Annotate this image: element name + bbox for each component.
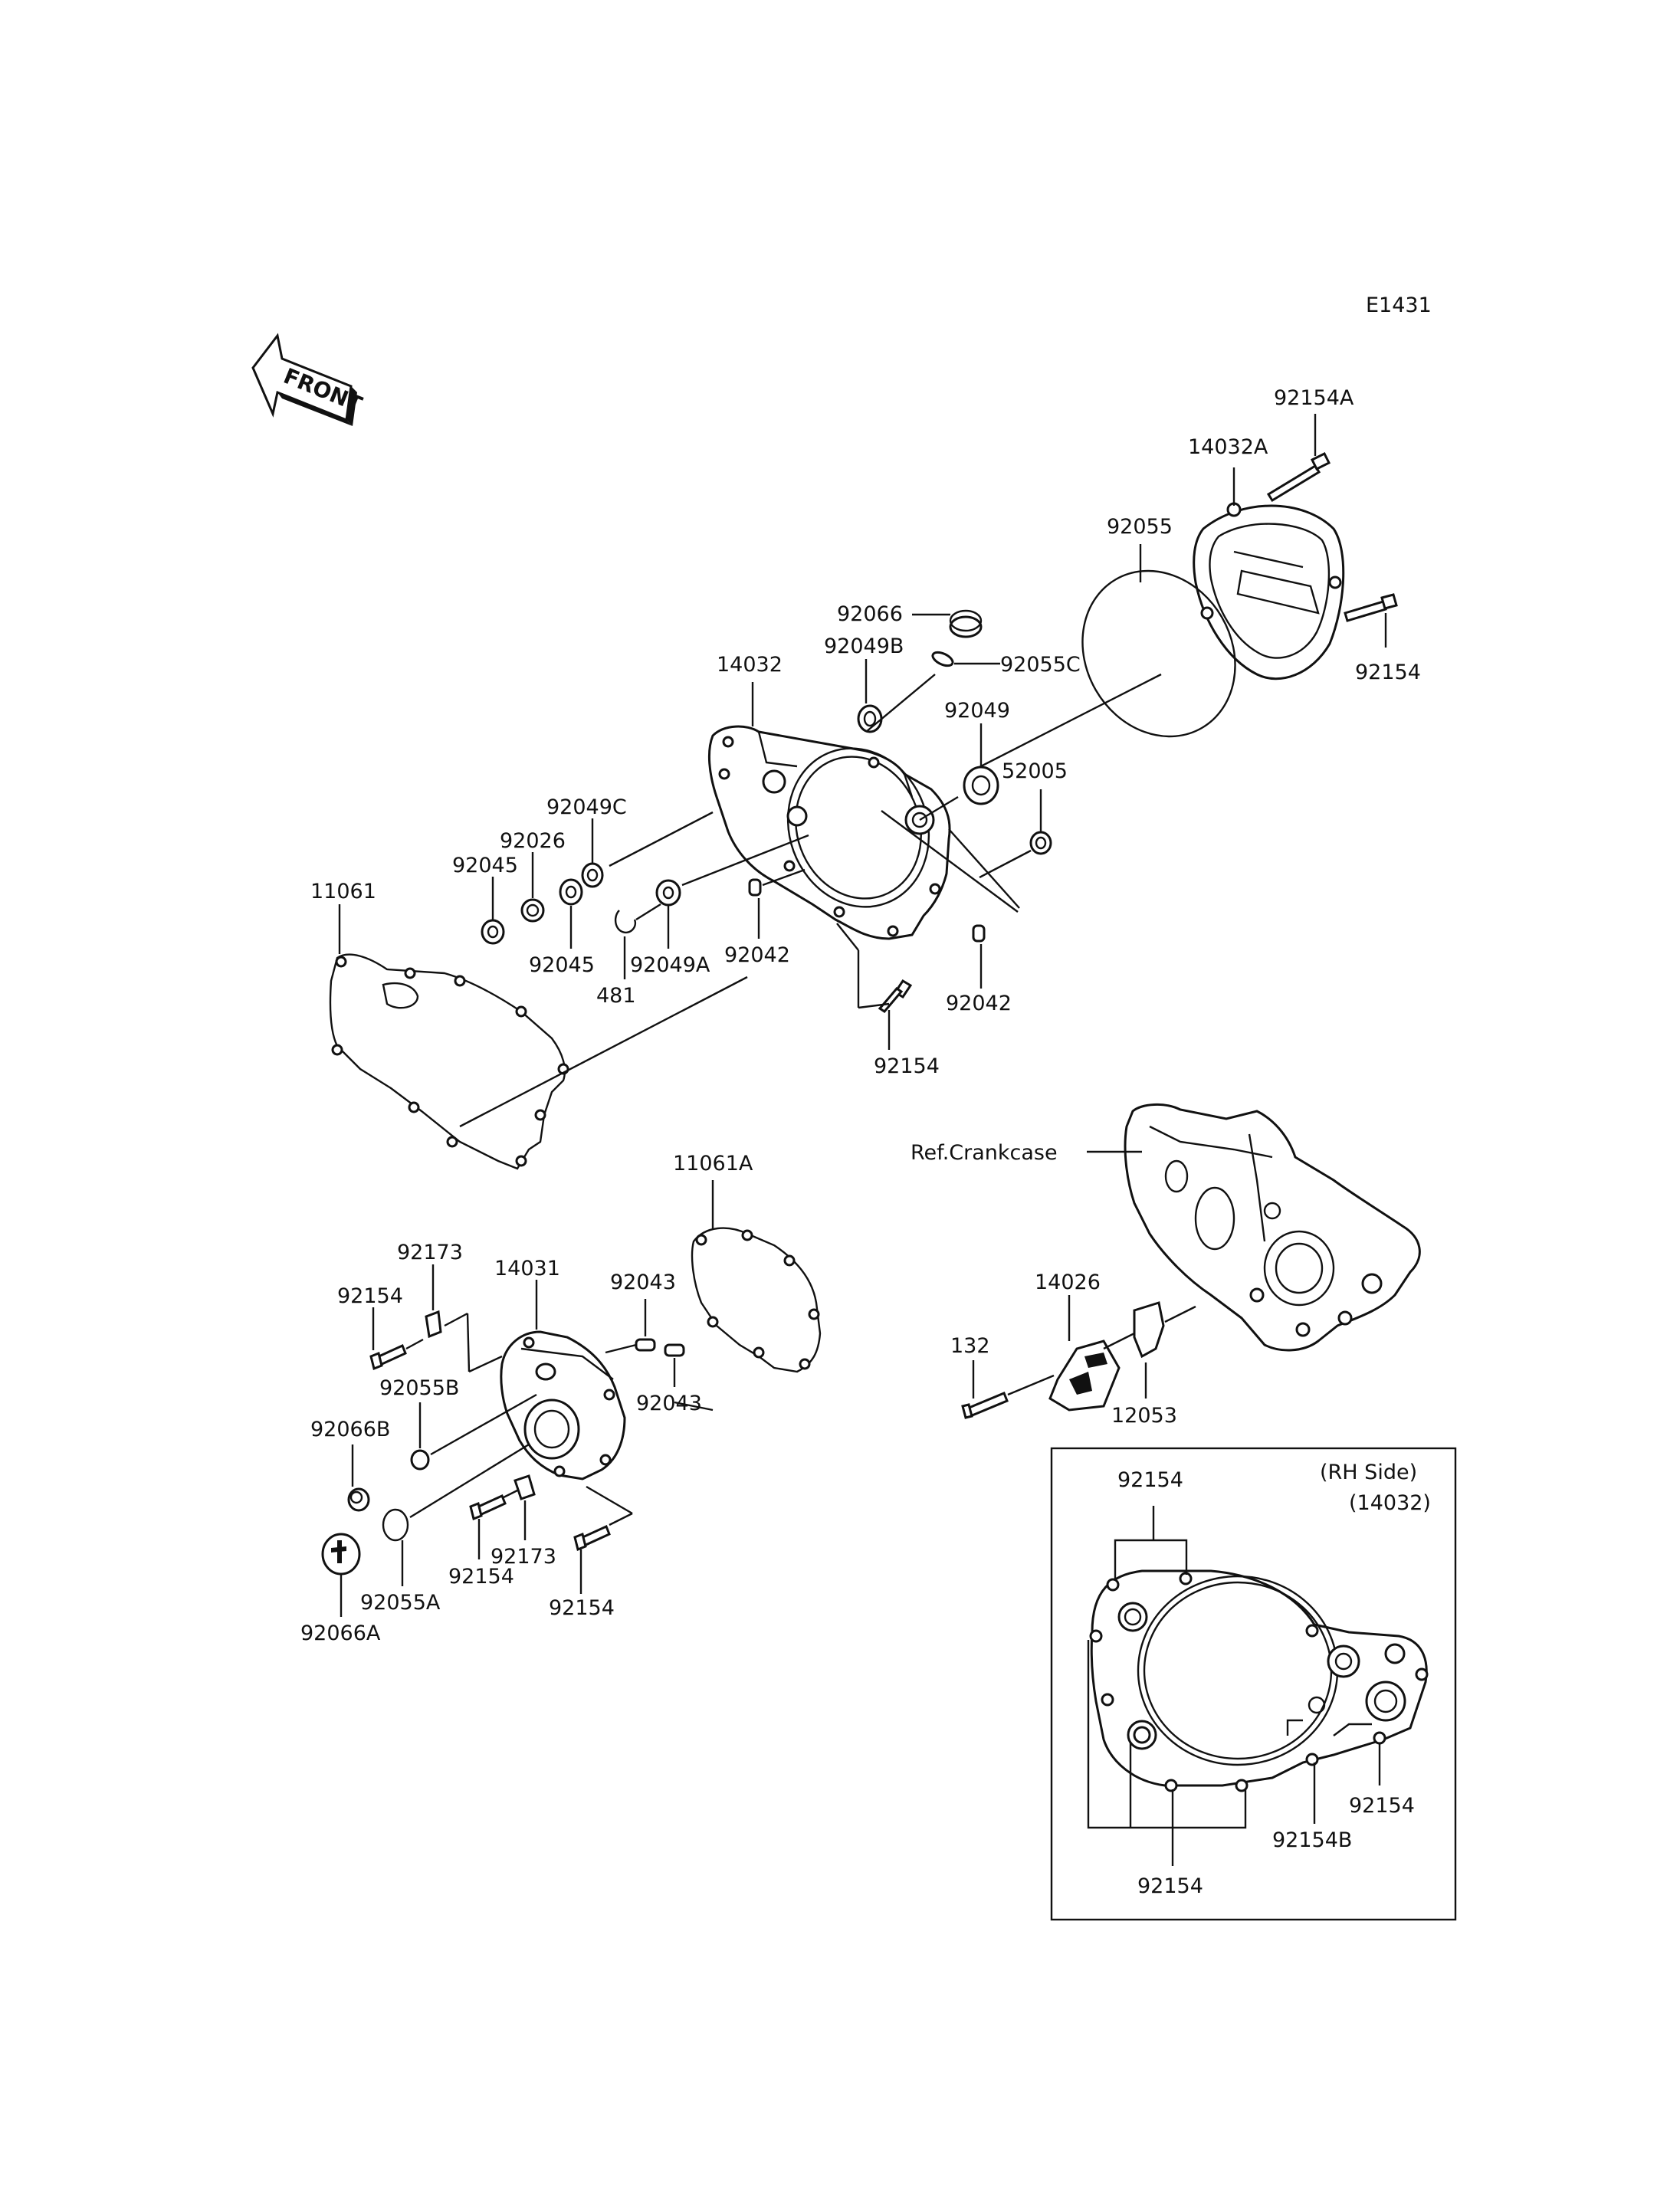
gasket-11061A [691, 1227, 822, 1373]
inset-title-line2: (14032) [1349, 1491, 1431, 1515]
label-92055B: 92055B [379, 1376, 459, 1400]
guide-14026 [1048, 1340, 1121, 1412]
magneto-cover-14031 [500, 1330, 626, 1481]
bolt-92154-left [369, 1343, 407, 1371]
label-14032A: 14032A [1188, 435, 1268, 459]
label-92055C: 92055C [1000, 653, 1081, 677]
ref-crankcase-label: Ref.Crankcase [911, 1141, 1058, 1165]
circlip-481 [614, 910, 637, 934]
label-92049B: 92049B [824, 635, 904, 658]
clutch-cover-14032A [1193, 502, 1345, 680]
label-11061A: 11061A [673, 1152, 753, 1176]
label-92154-inset-bottom: 92154 [1137, 1874, 1203, 1898]
diagram-code: E1431 [1366, 293, 1432, 317]
label-92045-top: 92045 [452, 854, 518, 877]
label-92154-middle: 92154 [874, 1054, 940, 1078]
label-92154A: 92154A [1274, 386, 1354, 410]
label-92154-right: 92154 [1355, 661, 1421, 684]
bolt-132 [961, 1392, 1009, 1419]
label-92042-right: 92042 [946, 992, 1012, 1015]
dowel-pin-92042-left [748, 878, 762, 897]
label-92066A: 92066A [300, 1622, 381, 1645]
bolt-92154-bottom-2 [573, 1524, 611, 1552]
clamp-92173-bottom [514, 1474, 536, 1500]
oil-seal-92049A [655, 879, 681, 907]
label-92154-bottom-1: 92154 [448, 1565, 514, 1589]
label-52005: 52005 [1002, 759, 1068, 783]
label-92066: 92066 [837, 602, 903, 626]
clamp-92173-top [425, 1310, 442, 1339]
bolt-92154A [1266, 451, 1331, 503]
label-12053: 12053 [1111, 1404, 1177, 1428]
label-92043-top: 92043 [610, 1271, 676, 1294]
clutch-cover-14032 [707, 725, 951, 940]
label-14032: 14032 [717, 653, 783, 677]
front-arrow-icon: FRONT [251, 333, 366, 426]
dowel-pin-92043-bottom [664, 1343, 685, 1357]
label-92154B: 92154B [1272, 1828, 1352, 1852]
inset-title-line1: (RH Side) [1320, 1461, 1417, 1484]
inset-frame [1050, 1447, 1457, 1921]
label-92173-top: 92173 [397, 1241, 463, 1264]
bolt-92154-middle [878, 979, 913, 1013]
label-92173-bottom: 92173 [491, 1545, 556, 1569]
label-92045-bottom: 92045 [529, 953, 595, 977]
plug-92066B [347, 1487, 370, 1512]
label-92055: 92055 [1107, 515, 1173, 539]
plug-92066 [949, 609, 983, 638]
dowel-pin-92043-top [635, 1338, 656, 1352]
label-14031: 14031 [494, 1257, 560, 1280]
oil-seal-92049 [963, 766, 999, 805]
bolt-92154-bottom-1 [469, 1494, 507, 1521]
label-92042-left: 92042 [724, 943, 790, 967]
label-92026: 92026 [500, 829, 566, 853]
label-11061: 11061 [310, 880, 376, 903]
label-14026: 14026 [1035, 1271, 1101, 1294]
dowel-pin-92042-right [972, 924, 986, 943]
bolt-92154-right [1344, 593, 1398, 622]
o-ring-92055B [410, 1449, 430, 1471]
label-92154-bottom-2: 92154 [549, 1596, 615, 1620]
seal-92045-right [559, 878, 583, 906]
washer-52005 [1029, 831, 1052, 855]
label-92043-bottom: 92043 [636, 1392, 702, 1415]
plate-12053 [1133, 1301, 1165, 1359]
label-132: 132 [950, 1334, 990, 1358]
label-92154-inset-right: 92154 [1349, 1794, 1415, 1818]
label-92049: 92049 [944, 699, 1010, 723]
o-ring-92055 [1081, 569, 1236, 738]
o-ring-92055A [382, 1508, 409, 1542]
label-92066B: 92066B [310, 1418, 390, 1441]
label-92049C: 92049C [546, 795, 627, 819]
oil-seal-92049C [581, 862, 604, 888]
seal-92045-left [481, 919, 505, 945]
label-92049A: 92049A [630, 953, 710, 977]
crankcase-reference [1124, 1103, 1421, 1352]
inset-cover-14032 [1089, 1569, 1429, 1792]
collar-92026 [520, 898, 545, 923]
label-481: 481 [596, 984, 636, 1008]
label-92154-left: 92154 [337, 1284, 403, 1308]
o-ring-92055C [931, 651, 954, 667]
label-92154-inset-top: 92154 [1117, 1468, 1183, 1492]
cap-92066A [321, 1533, 361, 1576]
oil-seal-92049B [857, 704, 883, 733]
gasket-11061 [329, 953, 569, 1170]
label-92055A: 92055A [360, 1591, 441, 1615]
